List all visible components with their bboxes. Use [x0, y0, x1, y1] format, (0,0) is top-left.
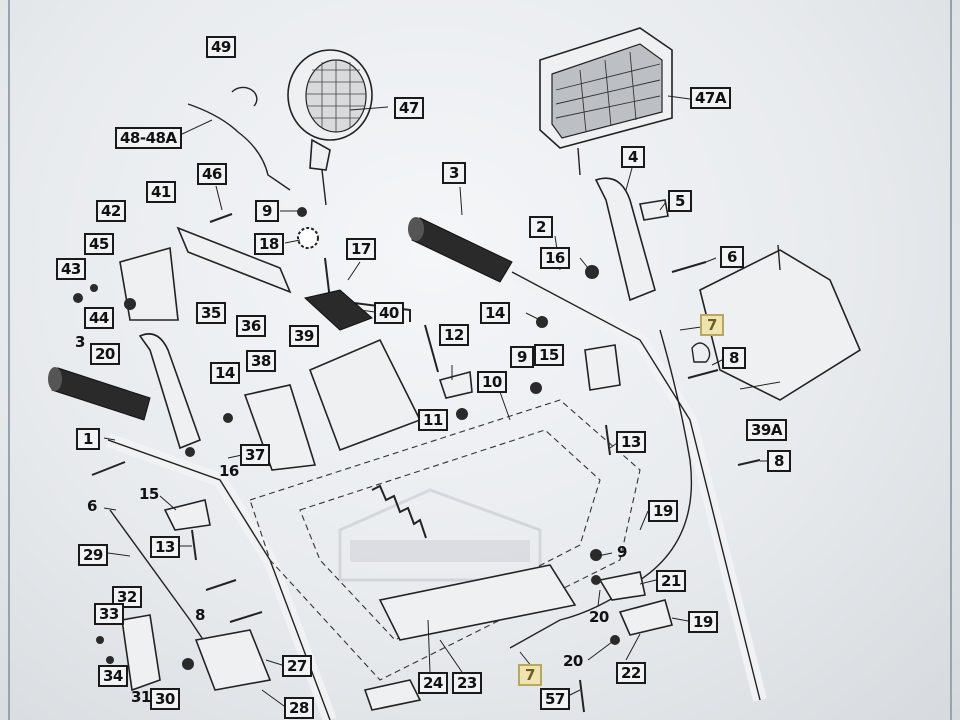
bracket-15-left [163, 499, 211, 531]
callout-5[interactable]: 5 [668, 190, 692, 212]
callout-23[interactable]: 23 [452, 672, 482, 694]
wire-harness [187, 103, 291, 191]
fasteners [73, 207, 620, 670]
handle-grip-right [408, 217, 513, 283]
panel-39 [308, 338, 422, 452]
callout-20-bottom[interactable]: 20 [589, 608, 609, 626]
callout-16-left[interactable]: 16 [219, 462, 239, 480]
callout-9-mid[interactable]: 9 [510, 346, 534, 368]
callout-4[interactable]: 4 [621, 146, 645, 168]
callout-8-right[interactable]: 8 [767, 450, 791, 472]
rectangular-work-light [539, 27, 673, 176]
callout-17[interactable]: 17 [346, 238, 376, 260]
callout-16-top[interactable]: 16 [540, 247, 570, 269]
bracket-21 [598, 571, 646, 601]
callout-14-left[interactable]: 14 [210, 362, 240, 384]
callout-19-bottom[interactable]: 19 [688, 611, 718, 633]
bracket-28 [194, 629, 272, 691]
callout-21[interactable]: 21 [656, 570, 686, 592]
callout-37[interactable]: 37 [240, 444, 270, 466]
serrated-bar [371, 484, 427, 539]
callout-6-right[interactable]: 6 [720, 246, 744, 268]
callout-13-left[interactable]: 13 [150, 536, 180, 558]
callout-2[interactable]: 2 [529, 216, 553, 238]
callout-7-top[interactable]: 7 [700, 314, 724, 336]
callout-13-right[interactable]: 13 [616, 431, 646, 453]
callout-6-left[interactable]: 6 [87, 497, 97, 515]
callout-33[interactable]: 33 [94, 603, 124, 625]
callout-39[interactable]: 39 [289, 325, 319, 347]
callout-29[interactable]: 29 [78, 544, 108, 566]
callout-20-left[interactable]: 20 [90, 343, 120, 365]
main-frame-dashed [249, 399, 641, 681]
bracket-22 [618, 599, 673, 636]
callout-18[interactable]: 18 [254, 233, 284, 255]
callout-34[interactable]: 34 [98, 665, 128, 687]
handle-grip-left [48, 367, 151, 421]
callout-45[interactable]: 45 [84, 233, 114, 255]
right-handle-tube-outline [511, 271, 761, 701]
callout-46[interactable]: 46 [197, 163, 227, 185]
callout-39a[interactable]: 39A [746, 419, 787, 441]
callout-3-left[interactable]: 3 [75, 333, 85, 351]
callout-3-top[interactable]: 3 [442, 162, 466, 184]
callout-31[interactable]: 31 [131, 688, 151, 706]
callout-30[interactable]: 30 [150, 688, 180, 710]
glove-icon [691, 342, 711, 363]
callout-15-right[interactable]: 15 [534, 344, 564, 366]
plate-23 [378, 564, 577, 641]
callout-43[interactable]: 43 [56, 258, 86, 280]
knob-18 [297, 227, 319, 249]
callout-44[interactable]: 44 [84, 307, 114, 329]
pad-40 [303, 289, 373, 331]
callout-20-lower[interactable]: 20 [563, 652, 583, 670]
callout-27[interactable]: 27 [282, 655, 312, 677]
callout-40[interactable]: 40 [374, 302, 404, 324]
callout-11[interactable]: 11 [418, 409, 448, 431]
monitor-frame [8, 0, 952, 720]
callout-8-top[interactable]: 8 [722, 347, 746, 369]
callout-32[interactable]: 32 [112, 586, 142, 608]
callout-47a[interactable]: 47A [690, 87, 731, 109]
control-lever-left [138, 333, 202, 450]
callout-14-top[interactable]: 14 [480, 302, 510, 324]
callout-57[interactable]: 57 [540, 688, 570, 710]
left-handle-tube-outline [107, 439, 331, 720]
watermark-logo [338, 488, 542, 582]
callout-7-bottom[interactable]: 7 [518, 664, 542, 686]
control-lever-4 [594, 177, 656, 302]
callout-22[interactable]: 22 [616, 662, 646, 684]
bracket-15-right [584, 344, 621, 391]
callout-36[interactable]: 36 [236, 315, 266, 337]
callout-38[interactable]: 38 [246, 350, 276, 372]
bracket-41 [176, 226, 292, 294]
cover-39a [699, 249, 862, 401]
control-cable [509, 329, 693, 649]
callout-1[interactable]: 1 [76, 428, 100, 450]
callout-28[interactable]: 28 [284, 697, 314, 719]
round-work-light [287, 49, 373, 206]
callout-49[interactable]: 49 [206, 36, 236, 58]
callout-42[interactable]: 42 [96, 200, 126, 222]
callout-9-top[interactable]: 9 [255, 200, 279, 222]
callout-24[interactable]: 24 [418, 672, 448, 694]
callout-8-bottom[interactable]: 8 [195, 606, 205, 624]
callout-12[interactable]: 12 [439, 324, 469, 346]
bolts [91, 213, 761, 713]
callout-48-48a[interactable]: 48-48A [115, 127, 182, 149]
leader-lines [103, 95, 781, 707]
lever-31 [121, 614, 161, 692]
callout-41[interactable]: 41 [146, 181, 176, 203]
callout-47[interactable]: 47 [394, 97, 424, 119]
callout-35[interactable]: 35 [196, 302, 226, 324]
clip-part-49 [231, 86, 258, 107]
callout-15-left[interactable]: 15 [139, 485, 159, 503]
callout-9-bottom[interactable]: 9 [617, 543, 627, 561]
tag-5 [639, 199, 669, 221]
callout-19-top[interactable]: 19 [648, 500, 678, 522]
callout-10[interactable]: 10 [477, 371, 507, 393]
